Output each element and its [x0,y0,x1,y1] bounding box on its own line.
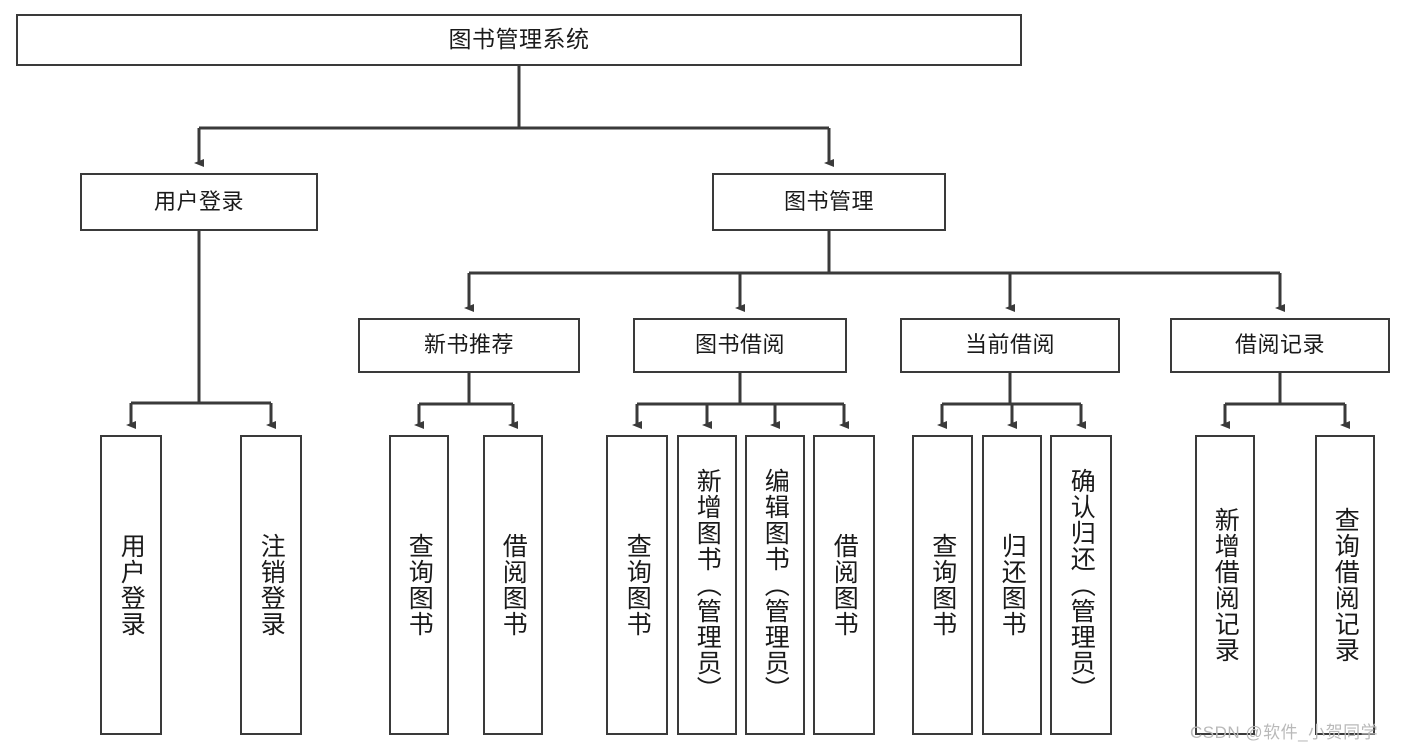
node-current-borrow-label: 当前借阅 [964,332,1055,358]
node-book-borrow[interactable]: 图书借阅 [633,318,847,373]
leaf-query-borrow-record[interactable]: 查询借阅记录 [1315,435,1375,735]
leaf-return-book[interactable]: 归还图书 [982,435,1042,735]
node-user-login-label: 用户登录 [153,188,244,214]
leaf-borrow-book-recommend-label: 借阅图书 [499,533,528,637]
node-book-management-label: 图书管理 [783,188,874,214]
leaf-add-borrow-record[interactable]: 新增借阅记录 [1195,435,1255,735]
node-book-management[interactable]: 图书管理 [712,173,946,231]
node-new-book-recommend-label: 新书推荐 [423,332,514,358]
leaf-query-book-current-label: 查询图书 [928,533,957,637]
leaf-confirm-return-admin[interactable]: 确认归还（管理员） [1050,435,1112,735]
leaf-user-login[interactable]: 用户登录 [100,435,162,735]
leaf-query-book-recommend[interactable]: 查询图书 [389,435,449,735]
leaf-add-book-admin[interactable]: 新增图书（管理员） [677,435,737,735]
node-borrow-record-label: 借阅记录 [1234,332,1325,358]
leaf-query-book-current[interactable]: 查询图书 [912,435,973,735]
leaf-return-book-label: 归还图书 [998,533,1027,637]
leaf-user-login-label: 用户登录 [117,533,146,637]
node-root[interactable]: 图书管理系统 [16,14,1022,66]
node-current-borrow[interactable]: 当前借阅 [900,318,1120,373]
watermark: CSDN @软件_小贺同学 [1190,723,1379,742]
leaf-borrow-book-recommend[interactable]: 借阅图书 [483,435,543,735]
node-new-book-recommend[interactable]: 新书推荐 [358,318,580,373]
leaf-query-book-borrow-label: 查询图书 [623,533,652,637]
leaf-edit-book-admin[interactable]: 编辑图书（管理员） [745,435,805,735]
leaf-borrow-book[interactable]: 借阅图书 [813,435,875,735]
leaf-borrow-book-label: 借阅图书 [830,533,859,637]
node-book-borrow-label: 图书借阅 [694,332,785,358]
node-user-login[interactable]: 用户登录 [80,173,318,231]
leaf-add-book-admin-label: 新增图书（管理员） [693,468,722,702]
leaf-confirm-return-admin-label: 确认归还（管理员） [1067,468,1096,702]
leaf-logout[interactable]: 注销登录 [240,435,302,735]
node-borrow-record[interactable]: 借阅记录 [1170,318,1390,373]
leaf-query-borrow-record-label: 查询借阅记录 [1331,507,1360,663]
leaf-logout-label: 注销登录 [257,533,286,637]
leaf-query-book-recommend-label: 查询图书 [405,533,434,637]
leaf-query-book-borrow[interactable]: 查询图书 [606,435,668,735]
leaf-edit-book-admin-label: 编辑图书（管理员） [761,468,790,702]
leaf-add-borrow-record-label: 新增借阅记录 [1211,507,1240,663]
node-root-label: 图书管理系统 [448,26,590,53]
